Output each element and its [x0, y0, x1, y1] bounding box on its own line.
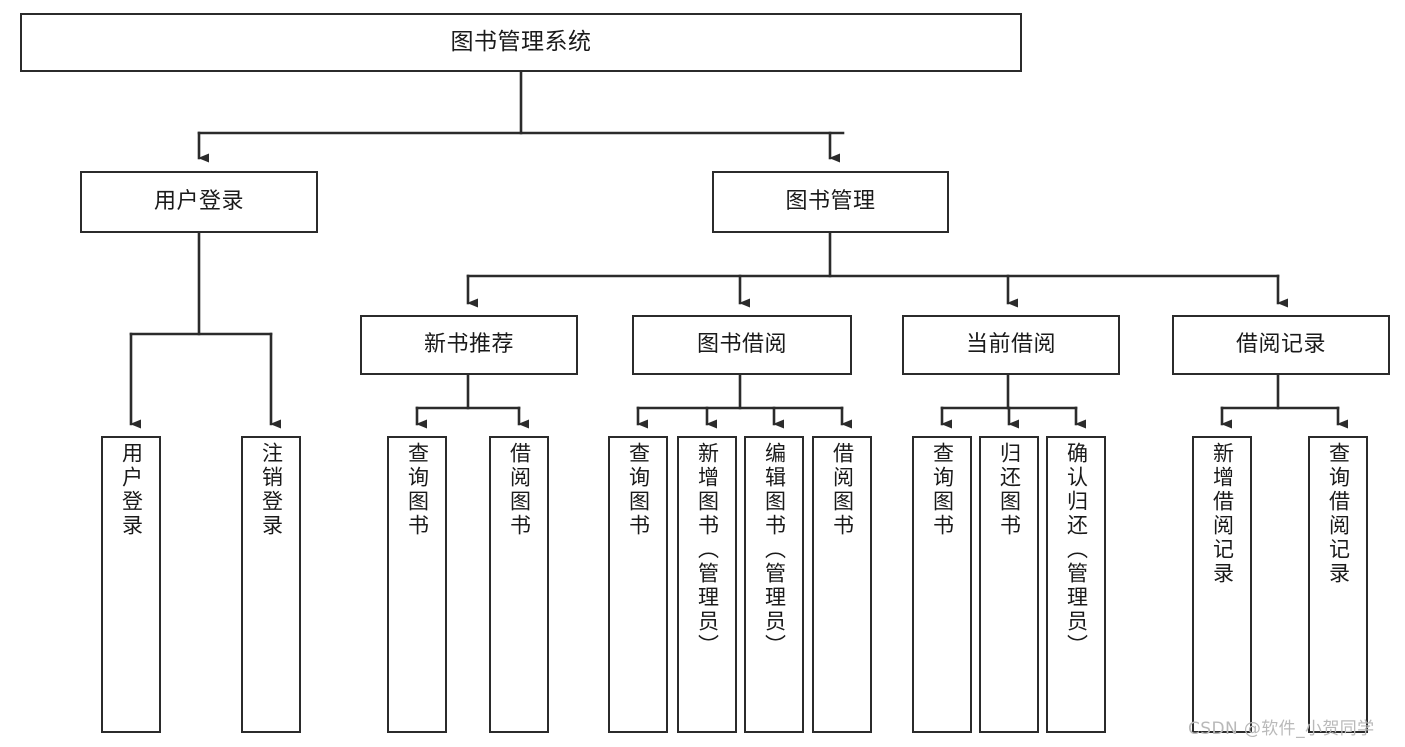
node-book-borrow[interactable]: 图书借阅: [632, 315, 852, 375]
node-book-borrow-label: 图书借阅: [696, 332, 787, 358]
csdn-watermark: CSDN @软件_小贺同学: [1188, 719, 1375, 739]
node-leaf-query-record-label: 查询借阅记录: [1326, 442, 1351, 586]
node-leaf-query-book-3-label: 查询图书: [930, 442, 955, 538]
node-leaf-borrow-book-1[interactable]: 借阅图书: [489, 436, 549, 733]
node-leaf-query-book-2-label: 查询图书: [626, 442, 651, 538]
node-leaf-logout-login[interactable]: 注销登录: [241, 436, 301, 733]
node-leaf-borrow-book-1-label: 借阅图书: [507, 442, 532, 538]
node-leaf-query-book-3[interactable]: 查询图书: [912, 436, 972, 733]
node-current-borrow-label: 当前借阅: [965, 332, 1056, 358]
node-leaf-return-book[interactable]: 归还图书: [979, 436, 1039, 733]
node-leaf-logout-login-label: 注销登录: [259, 442, 284, 538]
node-leaf-borrow-book-2-label: 借阅图书: [830, 442, 855, 538]
node-leaf-user-login[interactable]: 用户登录: [101, 436, 161, 733]
node-leaf-user-login-label: 用户登录: [119, 442, 144, 538]
node-leaf-add-record[interactable]: 新增借阅记录: [1192, 436, 1252, 733]
node-leaf-query-book-1[interactable]: 查询图书: [387, 436, 447, 733]
node-leaf-query-book-1-label: 查询图书: [405, 442, 430, 538]
node-leaf-edit-book[interactable]: 编辑图书（管理员）: [744, 436, 804, 733]
node-new-book-recommend-label: 新书推荐: [423, 332, 514, 358]
node-book-management-label: 图书管理: [785, 189, 876, 215]
node-leaf-add-book-label: 新增图书（管理员）: [695, 442, 720, 658]
node-leaf-query-book-2[interactable]: 查询图书: [608, 436, 668, 733]
node-leaf-confirm-return[interactable]: 确认归还（管理员）: [1046, 436, 1106, 733]
node-leaf-edit-book-label: 编辑图书（管理员）: [762, 442, 787, 658]
node-user-login[interactable]: 用户登录: [80, 171, 318, 233]
node-leaf-query-record[interactable]: 查询借阅记录: [1308, 436, 1368, 733]
node-leaf-confirm-return-label: 确认归还（管理员）: [1064, 442, 1089, 658]
node-leaf-add-record-label: 新增借阅记录: [1210, 442, 1235, 586]
node-current-borrow[interactable]: 当前借阅: [902, 315, 1120, 375]
node-leaf-add-book[interactable]: 新增图书（管理员）: [677, 436, 737, 733]
node-user-login-label: 用户登录: [153, 189, 244, 215]
node-root-label: 图书管理系统: [450, 29, 592, 56]
node-root[interactable]: 图书管理系统: [20, 13, 1022, 72]
node-leaf-borrow-book-2[interactable]: 借阅图书: [812, 436, 872, 733]
node-leaf-return-book-label: 归还图书: [997, 442, 1022, 538]
node-book-management[interactable]: 图书管理: [712, 171, 949, 233]
node-new-book-recommend[interactable]: 新书推荐: [360, 315, 578, 375]
node-borrow-record-label: 借阅记录: [1235, 332, 1326, 358]
node-borrow-record[interactable]: 借阅记录: [1172, 315, 1390, 375]
